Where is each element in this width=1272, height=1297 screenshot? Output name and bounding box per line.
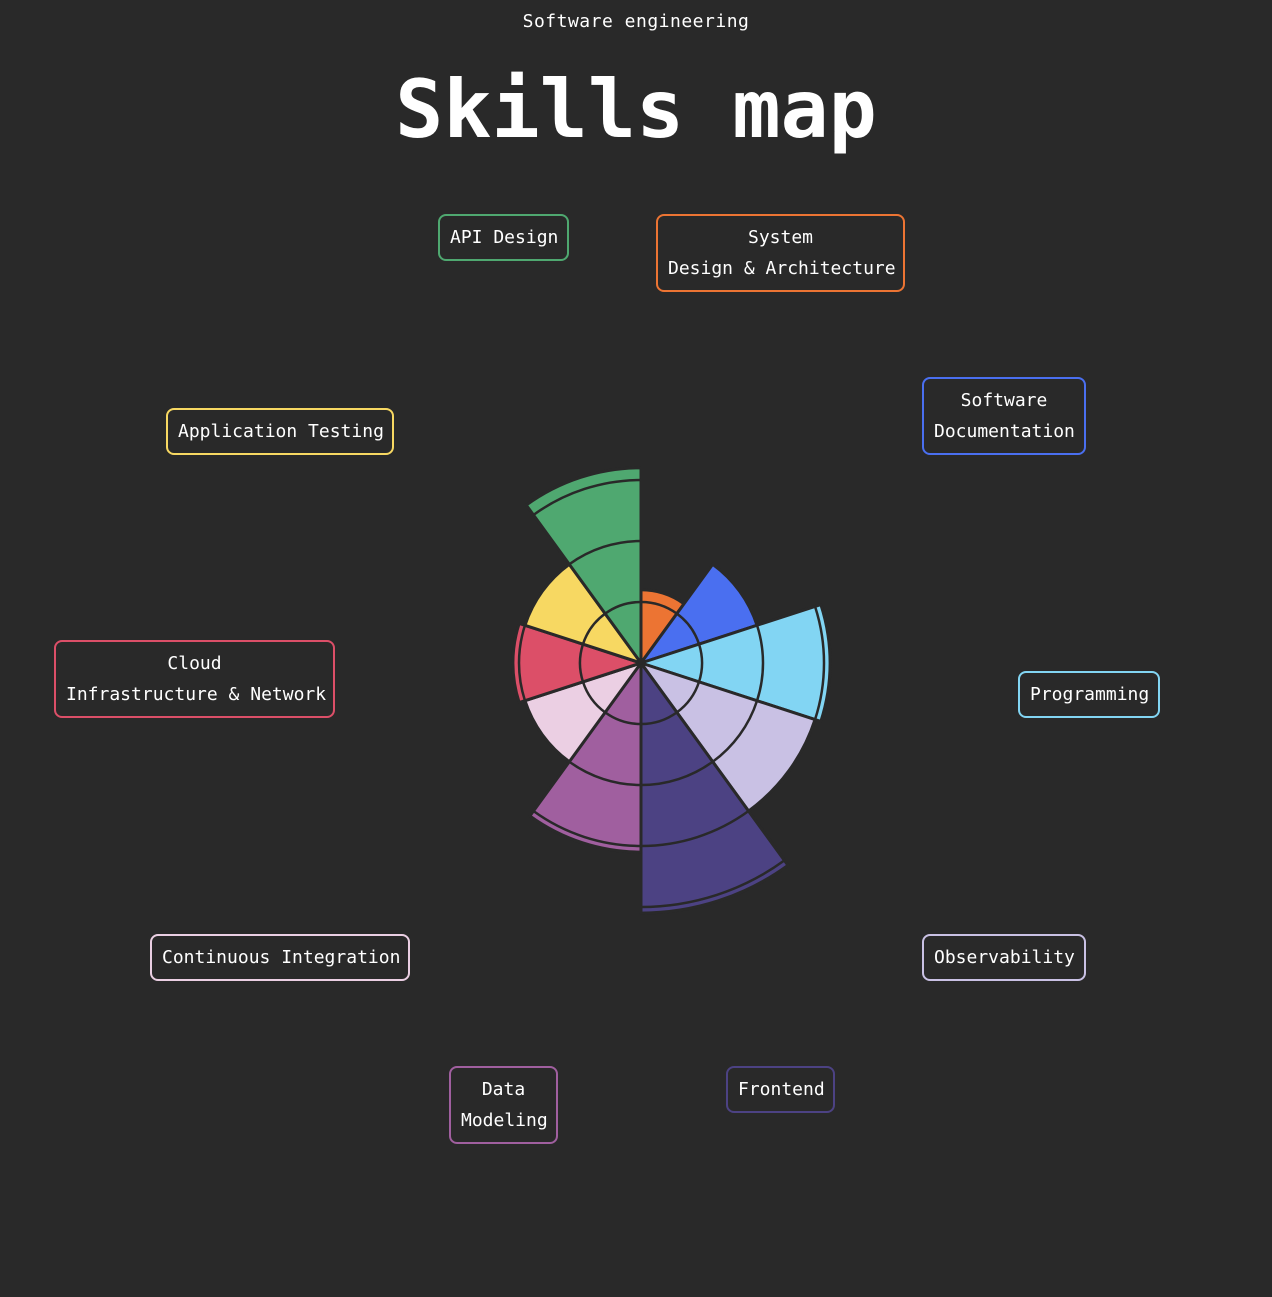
- chart-subtitle: Software engineering: [522, 11, 750, 32]
- label-cloud-infrastructure-and-network: Cloud Infrastructure & Network: [54, 640, 335, 718]
- level-ring-arc: [532, 810, 642, 848]
- level-ring-arc: [640, 711, 678, 726]
- level-ring-arc: [640, 810, 750, 848]
- level-ring-arc: [640, 600, 678, 615]
- level-ring-arc: [532, 478, 642, 516]
- label-observability: Observability: [922, 934, 1086, 981]
- label-data-modeling: Data Modeling: [449, 1066, 558, 1144]
- label-software-documentation: Software Documentation: [922, 377, 1086, 455]
- wedge-cloud-infrastructure-and-network: [511, 621, 643, 705]
- wedge-observability: [639, 661, 817, 813]
- level-ring-arc: [697, 643, 704, 683]
- label-api-design: API Design: [438, 214, 569, 261]
- level-ring-arc: [581, 681, 606, 714]
- level-ring-arc: [517, 624, 527, 702]
- label-continuous-integration: Continuous Integration: [150, 934, 410, 981]
- level-ring-arc: [604, 600, 642, 615]
- label-system-design-and-architecture: System Design & Architecture: [656, 214, 905, 292]
- label-programming: Programming: [1018, 671, 1160, 718]
- level-ring-arc: [568, 539, 642, 566]
- level-ring-arc: [578, 643, 585, 683]
- level-ring-arc: [676, 681, 701, 714]
- wedges: [511, 466, 832, 915]
- wedge-data-modeling: [528, 661, 643, 854]
- level-ring-arc: [676, 612, 701, 645]
- level-ring-arc: [755, 624, 765, 702]
- level-ring-arc: [581, 612, 606, 645]
- label-application-testing: Application Testing: [166, 408, 394, 455]
- level-ring-arc: [568, 760, 642, 787]
- level-ring-arc: [640, 859, 786, 909]
- level-ring-arc: [640, 760, 714, 787]
- level-ring-arc: [711, 700, 759, 763]
- wedge-programming: [639, 603, 832, 723]
- wedge-frontend: [639, 661, 790, 915]
- level-ring-arc: [813, 606, 826, 720]
- label-frontend: Frontend: [726, 1066, 835, 1113]
- chart-title: Skills map: [395, 63, 877, 156]
- level-rings: [517, 478, 826, 909]
- wedge-api-design: [524, 466, 643, 665]
- level-ring-arc: [604, 711, 642, 726]
